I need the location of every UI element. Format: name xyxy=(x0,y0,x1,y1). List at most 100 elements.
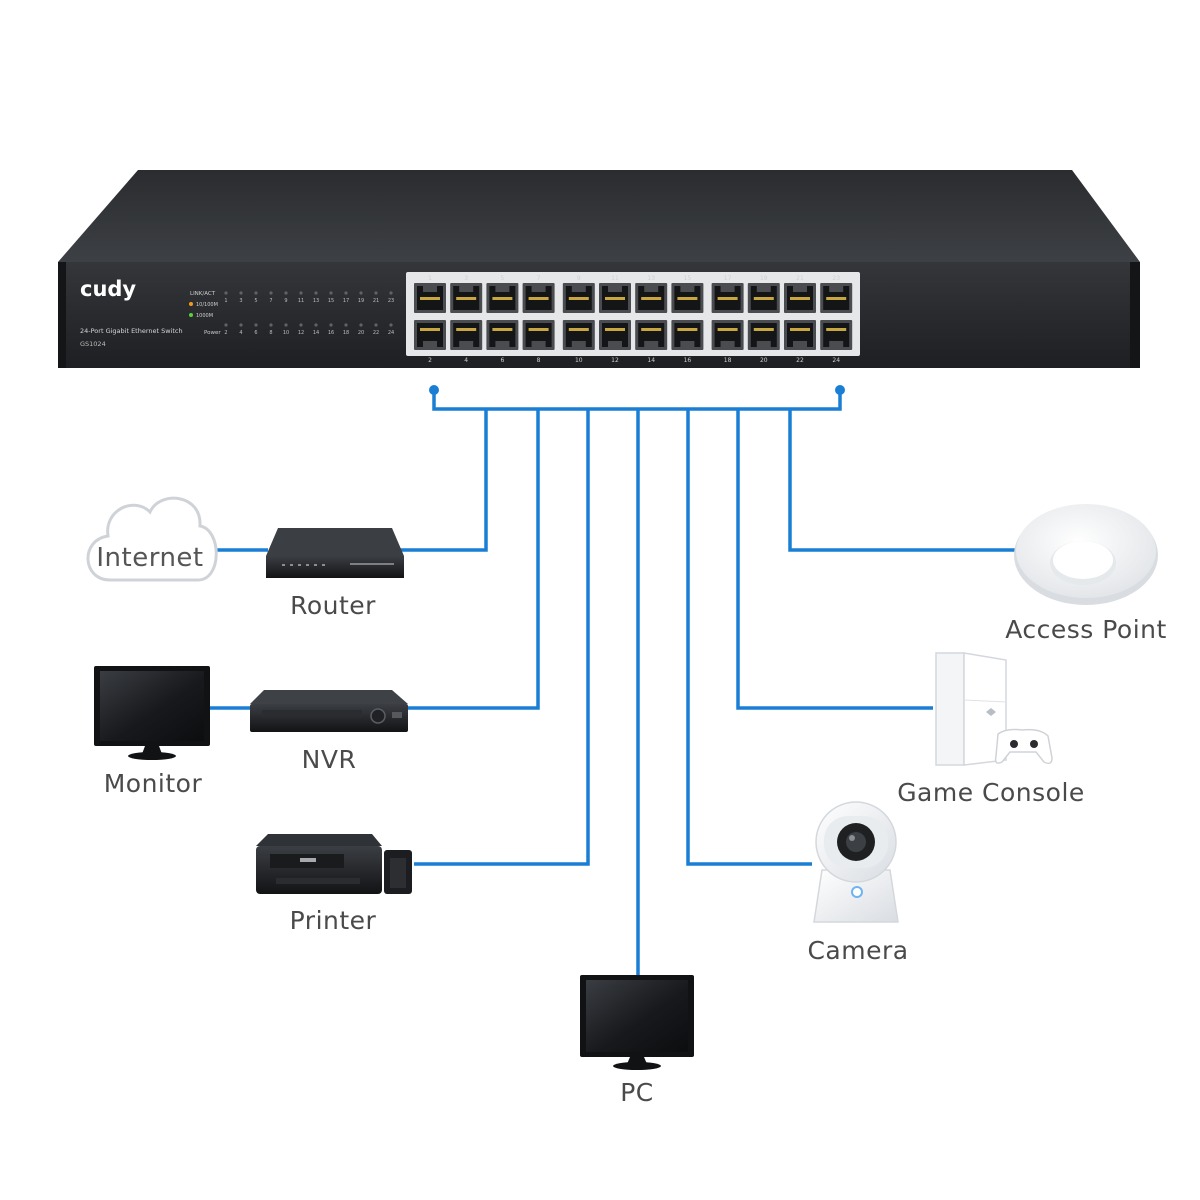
ethernet-ports xyxy=(414,283,853,350)
router-label: Router xyxy=(290,591,376,620)
camera-icon xyxy=(813,801,899,923)
port-led xyxy=(389,291,393,295)
pc-monitor-icon xyxy=(580,975,694,1070)
ethernet-port xyxy=(784,320,816,350)
port-number-label: 12 xyxy=(611,357,619,364)
port-number-label: 23 xyxy=(832,275,840,282)
cable-game-console xyxy=(736,409,933,710)
led-number-label: 14 xyxy=(313,330,319,336)
port-number-label: 7 xyxy=(537,275,541,282)
led-number-label: 8 xyxy=(269,330,272,336)
port-led xyxy=(224,323,228,327)
cable-bus xyxy=(432,390,842,411)
ethernet-port xyxy=(522,320,555,350)
port-led xyxy=(269,291,273,295)
network-cables xyxy=(210,385,1015,975)
ethernet-port xyxy=(486,320,519,350)
port-number-label: 15 xyxy=(684,275,692,282)
led-number-label: 9 xyxy=(284,298,287,304)
port-number-label: 6 xyxy=(500,357,504,364)
port-number-label: 14 xyxy=(647,357,655,364)
ethernet-port xyxy=(486,283,519,313)
ethernet-port xyxy=(635,283,668,313)
ethernet-port xyxy=(414,283,446,313)
port-led xyxy=(284,323,288,327)
port-number-label: 9 xyxy=(577,275,581,282)
port-number-label: 8 xyxy=(537,357,541,364)
ethernet-port xyxy=(562,283,595,313)
port-led xyxy=(314,323,318,327)
led-number-label: 7 xyxy=(269,298,272,304)
led-number-label: 4 xyxy=(239,330,242,336)
router-icon xyxy=(266,528,404,578)
port-led xyxy=(254,323,258,327)
cable-connector-right xyxy=(835,385,845,395)
port-number-label: 19 xyxy=(760,275,768,282)
ethernet-port xyxy=(450,320,483,350)
port-led xyxy=(284,291,288,295)
ethernet-port xyxy=(671,320,704,350)
led-number-label: 24 xyxy=(388,330,394,336)
controller-icon xyxy=(994,728,1053,765)
port-number-label: 5 xyxy=(500,275,504,282)
led-number-label: 19 xyxy=(358,298,364,304)
port-led xyxy=(239,323,243,327)
port-number-label: 18 xyxy=(724,357,732,364)
ethernet-port xyxy=(450,283,483,313)
switch-product-name: 24-Port Gigabit Ethernet Switch xyxy=(80,327,183,335)
ethernet-port xyxy=(711,283,744,313)
port-led xyxy=(359,291,363,295)
port-number-label: 13 xyxy=(647,275,655,282)
pc-label: PC xyxy=(620,1078,654,1107)
led-legend-1000: 1000M xyxy=(196,313,213,319)
camera-label: Camera xyxy=(807,936,909,965)
port-number-label: 24 xyxy=(832,357,840,364)
port-block xyxy=(406,272,860,356)
game-console-icon xyxy=(935,652,1053,766)
port-number-label: 4 xyxy=(464,357,468,364)
led-number-label: 15 xyxy=(328,298,334,304)
cable-connector-left xyxy=(429,385,439,395)
port-number-label: 1 xyxy=(428,275,432,282)
cable-printer xyxy=(414,409,590,866)
led-orange-indicator xyxy=(189,302,193,306)
led-number-label: 11 xyxy=(298,298,304,304)
port-number-label: 17 xyxy=(724,275,732,282)
access-point-label: Access Point xyxy=(1005,615,1167,644)
port-led xyxy=(299,323,303,327)
led-number-label: 10 xyxy=(283,330,289,336)
port-led xyxy=(374,291,378,295)
cable-camera xyxy=(686,409,812,866)
ethernet-port xyxy=(599,320,631,350)
printer-label: Printer xyxy=(289,906,377,935)
port-led xyxy=(329,323,333,327)
ethernet-port xyxy=(635,320,668,350)
led-number-label: 20 xyxy=(358,330,364,336)
led-number-label: 6 xyxy=(254,330,257,336)
cable-nvr xyxy=(405,409,540,710)
internet-label: Internet xyxy=(96,543,204,573)
ethernet-port xyxy=(784,283,816,313)
port-number-label: 3 xyxy=(464,275,468,282)
port-number-label: 10 xyxy=(575,357,583,364)
led-legend-10-100: 10/100M xyxy=(196,302,218,308)
ethernet-port xyxy=(522,283,555,313)
led-number-label: 2 xyxy=(224,330,227,336)
port-led xyxy=(329,291,333,295)
ethernet-port xyxy=(747,283,780,313)
led-number-label: 23 xyxy=(388,298,394,304)
port-led xyxy=(224,291,228,295)
led-green-indicator xyxy=(189,313,193,317)
port-led xyxy=(344,291,348,295)
port-led xyxy=(314,291,318,295)
switch-model: GS1024 xyxy=(80,340,106,348)
led-number-label: 12 xyxy=(298,330,304,336)
port-led xyxy=(254,291,258,295)
port-led xyxy=(374,323,378,327)
port-number-label: 22 xyxy=(796,357,804,364)
led-number-label: 1 xyxy=(224,298,227,304)
port-led xyxy=(299,291,303,295)
